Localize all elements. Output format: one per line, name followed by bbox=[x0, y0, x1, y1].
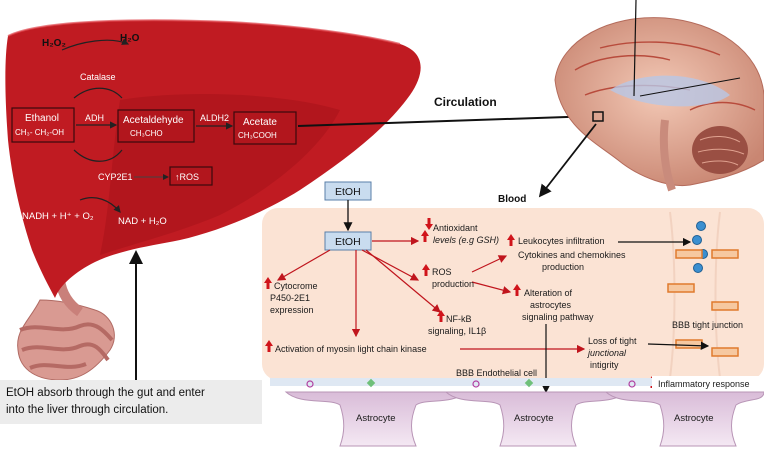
astrocyte-label-3: Astrocyte bbox=[674, 413, 714, 424]
bbb-endo-label: BBB Endothelial cell bbox=[456, 368, 537, 378]
loss-line1: Loss of tight bbox=[588, 336, 637, 346]
myosin-label: Activation of myosin light chain kinase bbox=[275, 344, 427, 354]
leukocytes-label: Leukocytes infiltration bbox=[518, 236, 605, 246]
ros-prod-line1: ROS bbox=[432, 267, 452, 277]
antioxidant-line1: Antioxidant bbox=[433, 223, 478, 233]
loss-line3: intigrity bbox=[590, 360, 619, 370]
blood-panel bbox=[262, 208, 764, 380]
astro-alt-line3: signaling pathway bbox=[522, 312, 594, 322]
circulation-label: Circulation bbox=[434, 95, 497, 109]
catalase-label: Catalase bbox=[80, 72, 116, 82]
h2o-label: H₂O bbox=[120, 33, 140, 44]
antioxidant-line2: levels (e.g GSH) bbox=[433, 235, 499, 245]
gut-caption-line2: into the liver through circulation. bbox=[6, 404, 168, 416]
gut-caption-line1: EtOH absorb through the gut and enter bbox=[6, 387, 205, 399]
adh-label: ADH bbox=[85, 113, 104, 123]
ethanol-formula: CH₃- CH₂-OH bbox=[15, 128, 64, 137]
nadh-label: NADH + H⁺ + O₂ bbox=[22, 211, 94, 222]
intestine-icon bbox=[17, 279, 115, 420]
blood-label: Blood bbox=[498, 194, 526, 205]
astrocyte-cells bbox=[284, 391, 764, 447]
ethanol-box bbox=[11, 107, 75, 143]
inflammatory-label: Inflammatory response bbox=[658, 379, 750, 389]
down-arrow-glyph bbox=[425, 218, 433, 230]
brain-zoom-box bbox=[592, 111, 604, 122]
astrocyte-label-2: Astrocyte bbox=[514, 413, 554, 424]
astro-alt-line1: Alteration of bbox=[524, 288, 573, 298]
astro-alt-line2: astrocytes bbox=[530, 300, 572, 310]
etoh-center-label: EtOH bbox=[335, 236, 361, 248]
acetaldehyde-label: Acetaldehyde bbox=[123, 115, 184, 126]
cyto-line1: Cytocrome bbox=[274, 281, 318, 291]
endothelial-strip bbox=[270, 378, 764, 386]
acetate-label: Acetate bbox=[243, 117, 277, 128]
acetate-formula: CH₃COOH bbox=[238, 131, 277, 140]
etoh-top-label: EtOH bbox=[335, 186, 361, 198]
nfkb-line2: signaling, IL1β bbox=[428, 326, 486, 336]
bbb-tight-label: BBB tight junction bbox=[672, 320, 743, 330]
acetaldehyde-box bbox=[117, 109, 195, 143]
acetaldehyde-formula: CH₃CHO bbox=[130, 129, 163, 138]
acetate-box bbox=[233, 111, 297, 145]
aldh2-label: ALDH2 bbox=[200, 113, 229, 123]
h2o2-label: H₂O₂ bbox=[42, 38, 66, 49]
cytokines-line1: Cytokines and chemokines bbox=[518, 250, 626, 260]
inflammatory-box bbox=[652, 376, 764, 390]
ros-box bbox=[169, 166, 213, 186]
astrocyte-label-1: Astrocyte bbox=[356, 413, 396, 424]
cyto-line2: P450-2E1 bbox=[270, 293, 310, 303]
gut-caption-box bbox=[0, 380, 262, 424]
cytokines-line2: production bbox=[542, 262, 584, 272]
brain-icon bbox=[554, 0, 764, 192]
nfkb-line1: NF-kB bbox=[446, 314, 472, 324]
cyp2e1-label: CYP2E1 bbox=[98, 172, 133, 182]
ethanol-label: Ethanol bbox=[25, 113, 59, 124]
loss-line2: junctional bbox=[587, 348, 627, 358]
ros-label: ↑ROS bbox=[175, 172, 199, 182]
ros-prod-line2: production bbox=[432, 279, 474, 289]
cyto-line3: expression bbox=[270, 305, 314, 315]
etoh-center-box bbox=[324, 231, 372, 251]
nad-label: NAD + H₂O bbox=[118, 216, 167, 227]
